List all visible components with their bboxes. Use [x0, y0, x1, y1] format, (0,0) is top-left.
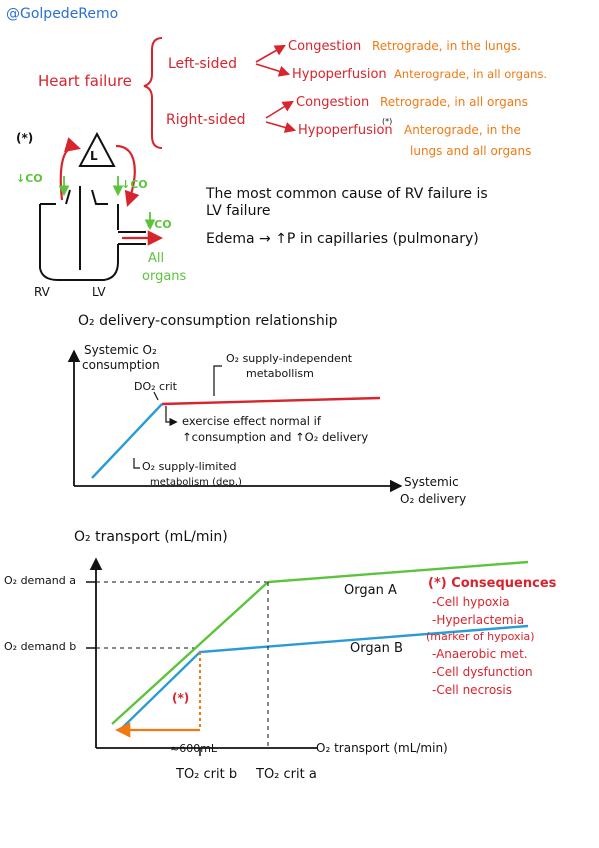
to2-crit-b-label: TO₂ crit b	[175, 767, 237, 782]
note-line-1: The most common cause of RV failure is	[205, 186, 488, 202]
heart-failure-section: Heart failure Left-sided Congestion Retr…	[38, 37, 547, 158]
notes: The most common cause of RV failure is L…	[205, 186, 488, 247]
heart-top-left	[40, 189, 71, 205]
consequences: (*) Consequences -Cell hypoxia -Hyperlac…	[426, 576, 557, 697]
note-line-2: LV failure	[206, 203, 271, 219]
chart2-xlabel: O₂ transport (mL/min)	[316, 741, 448, 755]
independent-pointer	[213, 365, 222, 396]
right-sided-label: Right-sided	[166, 112, 246, 128]
consequence-item: -Cell hypoxia	[432, 595, 510, 609]
to2-crit-a-label: TO₂ crit a	[255, 767, 317, 782]
left-hypoperfusion-desc: Anterograde, in all organs.	[394, 67, 547, 81]
right-congestion-arrow	[265, 100, 294, 119]
heart-outline	[39, 204, 119, 281]
right-congestion-label: Congestion	[296, 95, 369, 110]
aorta-outlet	[118, 231, 146, 245]
hypoxia-mark: (*)	[172, 691, 189, 705]
all-organs-label-2: organs	[142, 269, 187, 284]
heart-diagram-mark: (*)	[16, 131, 33, 145]
co-label-right: ↓CO	[121, 178, 148, 191]
left-congestion-desc: Retrograde, in the lungs.	[372, 39, 521, 53]
tick-600-label: ≈600mL	[170, 742, 218, 755]
right-hypoperfusion-arrow	[265, 121, 297, 133]
annot-independent-2: metabollism	[246, 367, 314, 380]
right-congestion-desc: Retrograde, in all organs	[380, 95, 528, 109]
annot-exercise-1: exercise effect normal if	[182, 414, 322, 428]
chart1-ylabel-2: consumption	[82, 358, 160, 372]
annot-limited-1: O₂ supply-limited	[142, 460, 237, 473]
consequence-item: (marker of hypoxia)	[426, 630, 535, 643]
note-line-3: Edema → ↑P in capillaries (pulmonary)	[206, 231, 479, 247]
heart-top-right	[91, 189, 108, 205]
right-hypoperfusion-label: Hypoperfusion	[298, 123, 393, 138]
annot-limited-2: metabolism (dep.)	[150, 477, 242, 488]
lungs-label: L	[90, 149, 98, 163]
chart1-ylabel-1: Systemic O₂	[84, 343, 157, 357]
annot-exercise-2: ↑consumption and ↑O₂ delivery	[182, 430, 368, 444]
consequence-item: -Cell dysfunction	[432, 665, 533, 679]
supply-limited-curve	[91, 403, 163, 479]
demand-b-label: O₂ demand b	[4, 640, 76, 653]
limited-pointer	[133, 458, 140, 469]
consequence-item: -Cell necrosis	[432, 683, 512, 697]
left-hypoperfusion-label: Hypoperfusion	[292, 67, 387, 82]
left-hypoperfusion-arrow	[255, 63, 291, 77]
co-label-left: ↓CO	[16, 172, 43, 185]
chart-oxygen-transport: O₂ transport (mL/min) O₂ transport (mL/m…	[4, 529, 529, 782]
lungs-triangle	[78, 131, 116, 167]
author-handle: @GolpedeRemo	[6, 6, 118, 22]
chart1-xlabel-2: O₂ delivery	[400, 492, 466, 506]
co-label-bottom: ↓CO	[145, 218, 172, 231]
chart1-title: O₂ delivery-consumption relationship	[78, 313, 338, 329]
organ-a-label: Organ A	[344, 583, 397, 598]
demand-a-label: O₂ demand a	[4, 574, 76, 587]
consequences-title: (*) Consequences	[428, 576, 557, 591]
heart-failure-brace	[143, 37, 163, 149]
right-hypoperfusion-desc-1: Anterograde, in the	[404, 123, 521, 137]
right-hypoperfusion-desc-2: lungs and all organs	[410, 144, 531, 158]
do2-crit-label: DO₂ crit	[134, 380, 178, 393]
heart-diagram: (*) L ↓CO ↓CO ↓CO All organs RV LV	[16, 131, 187, 299]
pulmonary-loop-right	[115, 144, 140, 207]
left-sided-label: Left-sided	[168, 56, 237, 72]
annot-independent-1: O₂ supply-independent	[226, 352, 353, 365]
do2-crit-pointer	[153, 391, 159, 401]
chart1-xlabel-1: Systemic	[404, 475, 459, 489]
right-hypoperfusion-mark: (*)	[382, 117, 392, 126]
consequence-item: -Anaerobic met.	[432, 647, 528, 661]
lv-label: LV	[92, 285, 106, 299]
supply-independent-curve	[161, 396, 381, 406]
rv-label: RV	[34, 285, 51, 299]
organ-b-label: Organ B	[350, 641, 403, 656]
chart-delivery-consumption: O₂ delivery-consumption relationship Sys…	[67, 313, 466, 506]
left-congestion-arrow	[255, 44, 286, 63]
exercise-pointer	[165, 406, 178, 427]
consequence-item: -Hyperlactemia	[432, 613, 524, 627]
all-organs-label-1: All	[148, 251, 164, 266]
heart-failure-title: Heart failure	[38, 72, 132, 90]
chart2-title: O₂ transport (mL/min)	[74, 529, 228, 545]
left-congestion-label: Congestion	[288, 39, 361, 54]
